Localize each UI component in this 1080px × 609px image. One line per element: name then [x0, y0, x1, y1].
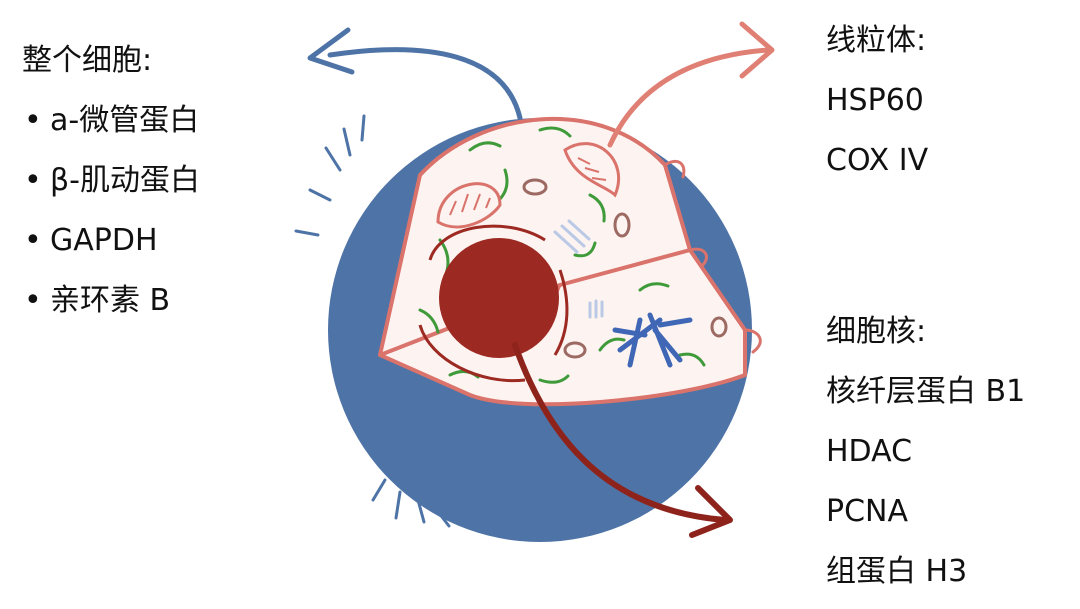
mitochondria-heading: 线粒体:: [826, 23, 927, 58]
mitochondria-item: COX IV: [826, 143, 929, 178]
cytoskeleton-filaments: [418, 126, 706, 384]
whole-cell-heading: 整个细胞:: [22, 43, 153, 78]
mitochondria-labels: 线粒体: HSP60 COX IV: [826, 11, 928, 191]
golgi: [553, 219, 604, 319]
whole-cell-item: •β-肌动蛋白: [22, 151, 200, 211]
whole-cell-item: •GAPDH: [22, 211, 200, 271]
whole-cell-item-label: GAPDH: [50, 223, 158, 258]
mitochondria-organelles: [436, 142, 621, 229]
mitochondria-arrow: [607, 21, 775, 148]
nucleus-heading: 细胞核:: [826, 314, 927, 349]
bullet: •: [24, 283, 42, 318]
whole-cell-list: •a-微管蛋白 •β-肌动蛋白 •GAPDH •亲环素 B: [22, 91, 200, 331]
nucleus-item: 组蛋白 H3: [826, 554, 968, 589]
nucleus-item: 核纤层蛋白 B1: [826, 374, 1026, 409]
nucleus-list: 核纤层蛋白 B1 HDAC PCNA 组蛋白 H3: [826, 362, 1025, 602]
whole-cell-item: •a-微管蛋白: [22, 91, 200, 151]
whole-cell-arrow: [307, 27, 523, 121]
whole-cell-labels: 整个细胞: •a-微管蛋白 •β-肌动蛋白 •GAPDH •亲环素 B: [22, 31, 200, 331]
chromosome: [612, 312, 693, 368]
whole-cell-item-label: β-肌动蛋白: [50, 163, 200, 198]
nucleus-organelle: [418, 224, 569, 383]
bullet: •: [24, 103, 42, 138]
whole-cell-item-label: 亲环素 B: [50, 283, 171, 318]
nucleus-labels: 细胞核: 核纤层蛋白 B1 HDAC PCNA 组蛋白 H3: [826, 302, 1025, 602]
nucleus-arrow: [512, 342, 733, 538]
whole-cell-item: •亲环素 B: [22, 271, 200, 331]
bullet: •: [24, 163, 42, 198]
mitochondria-list: HSP60 COX IV: [826, 71, 928, 191]
nucleus-item: PCNA: [826, 494, 909, 529]
vesicles: [522, 178, 728, 359]
mitochondria-item: HSP60: [826, 83, 924, 118]
nucleus-item: HDAC: [826, 434, 913, 469]
bullet: •: [24, 223, 42, 258]
whole-cell-item-label: a-微管蛋白: [50, 103, 200, 138]
